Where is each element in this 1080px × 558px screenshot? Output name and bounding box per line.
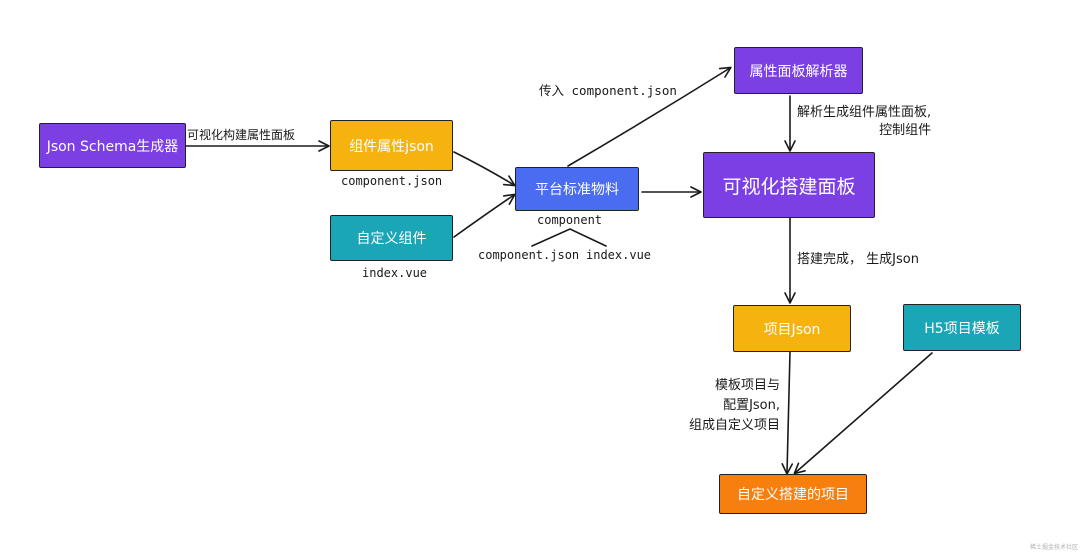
combine-note-line-2: 配置Json, xyxy=(723,398,780,414)
combine-note-line-1: 模板项目与 xyxy=(714,378,780,393)
attr-panel-parser-node: 属性面板解析器 xyxy=(734,47,863,94)
edge-label-schema-to-attr: 可视化构建属性面板 xyxy=(187,128,296,142)
attr-panel-parser-label: 属性面板解析器 xyxy=(749,63,848,80)
custom-component-node: 自定义组件 xyxy=(330,215,453,261)
json-schema-generator-node: Json Schema生成器 xyxy=(39,123,186,168)
project-json-node: 项目Json xyxy=(733,305,851,352)
arrow-h5-to-custom xyxy=(793,352,933,475)
json-schema-generator-label: Json Schema生成器 xyxy=(46,138,179,155)
custom-project-node: 自定义搭建的项目 xyxy=(719,474,867,514)
platform-material-label: 平台标准物料 xyxy=(535,182,619,198)
arrow-attr-to-platform xyxy=(453,151,516,187)
edge-label-pass-component-json: 传入 component.json xyxy=(539,83,677,98)
arrow-platform-to-parser xyxy=(567,66,732,167)
parser-note-line-2: 控制组件 xyxy=(879,123,932,139)
custom-component-label: 自定义组件 xyxy=(356,231,427,247)
project-json-label: 项目Json xyxy=(763,321,821,338)
component-attr-json-node: 组件属性json xyxy=(330,120,453,171)
branch-label-index-vue: index.vue xyxy=(586,248,652,262)
label-index-vue-under-custom: index.vue xyxy=(362,266,428,280)
combine-note: 模板项目与 配置Json, 组成自定义项目 xyxy=(650,376,780,436)
h5-template-label: H5项目模板 xyxy=(924,320,1000,337)
parser-note: 解析生成组件属性面板, 控制组件 xyxy=(797,105,931,140)
branch-label-component-json: component.json xyxy=(478,248,580,262)
visual-build-panel-node: 可视化搭建面板 xyxy=(703,152,875,218)
component-attr-json-label: 组件属性json xyxy=(349,138,434,155)
parser-note-line-1: 解析生成组件属性面板, xyxy=(797,105,932,120)
arrow-custom-to-platform xyxy=(453,193,516,238)
custom-project-label: 自定义搭建的项目 xyxy=(737,487,849,503)
combine-note-line-3: 组成自定义项目 xyxy=(688,418,780,434)
h5-template-node: H5项目模板 xyxy=(903,304,1021,351)
label-component-under-platform: component xyxy=(537,213,603,227)
arrow-project-to-custom xyxy=(781,351,794,475)
visual-build-panel-label: 可视化搭建面板 xyxy=(722,175,856,198)
label-component-json-under-attr: component.json xyxy=(341,174,443,188)
edge-label-build-done: 搭建完成， 生成Json xyxy=(797,252,919,267)
watermark: 稀土掘金技术社区 xyxy=(1030,544,1079,551)
branch-lines xyxy=(531,228,607,247)
platform-material-node: 平台标准物料 xyxy=(515,167,639,211)
